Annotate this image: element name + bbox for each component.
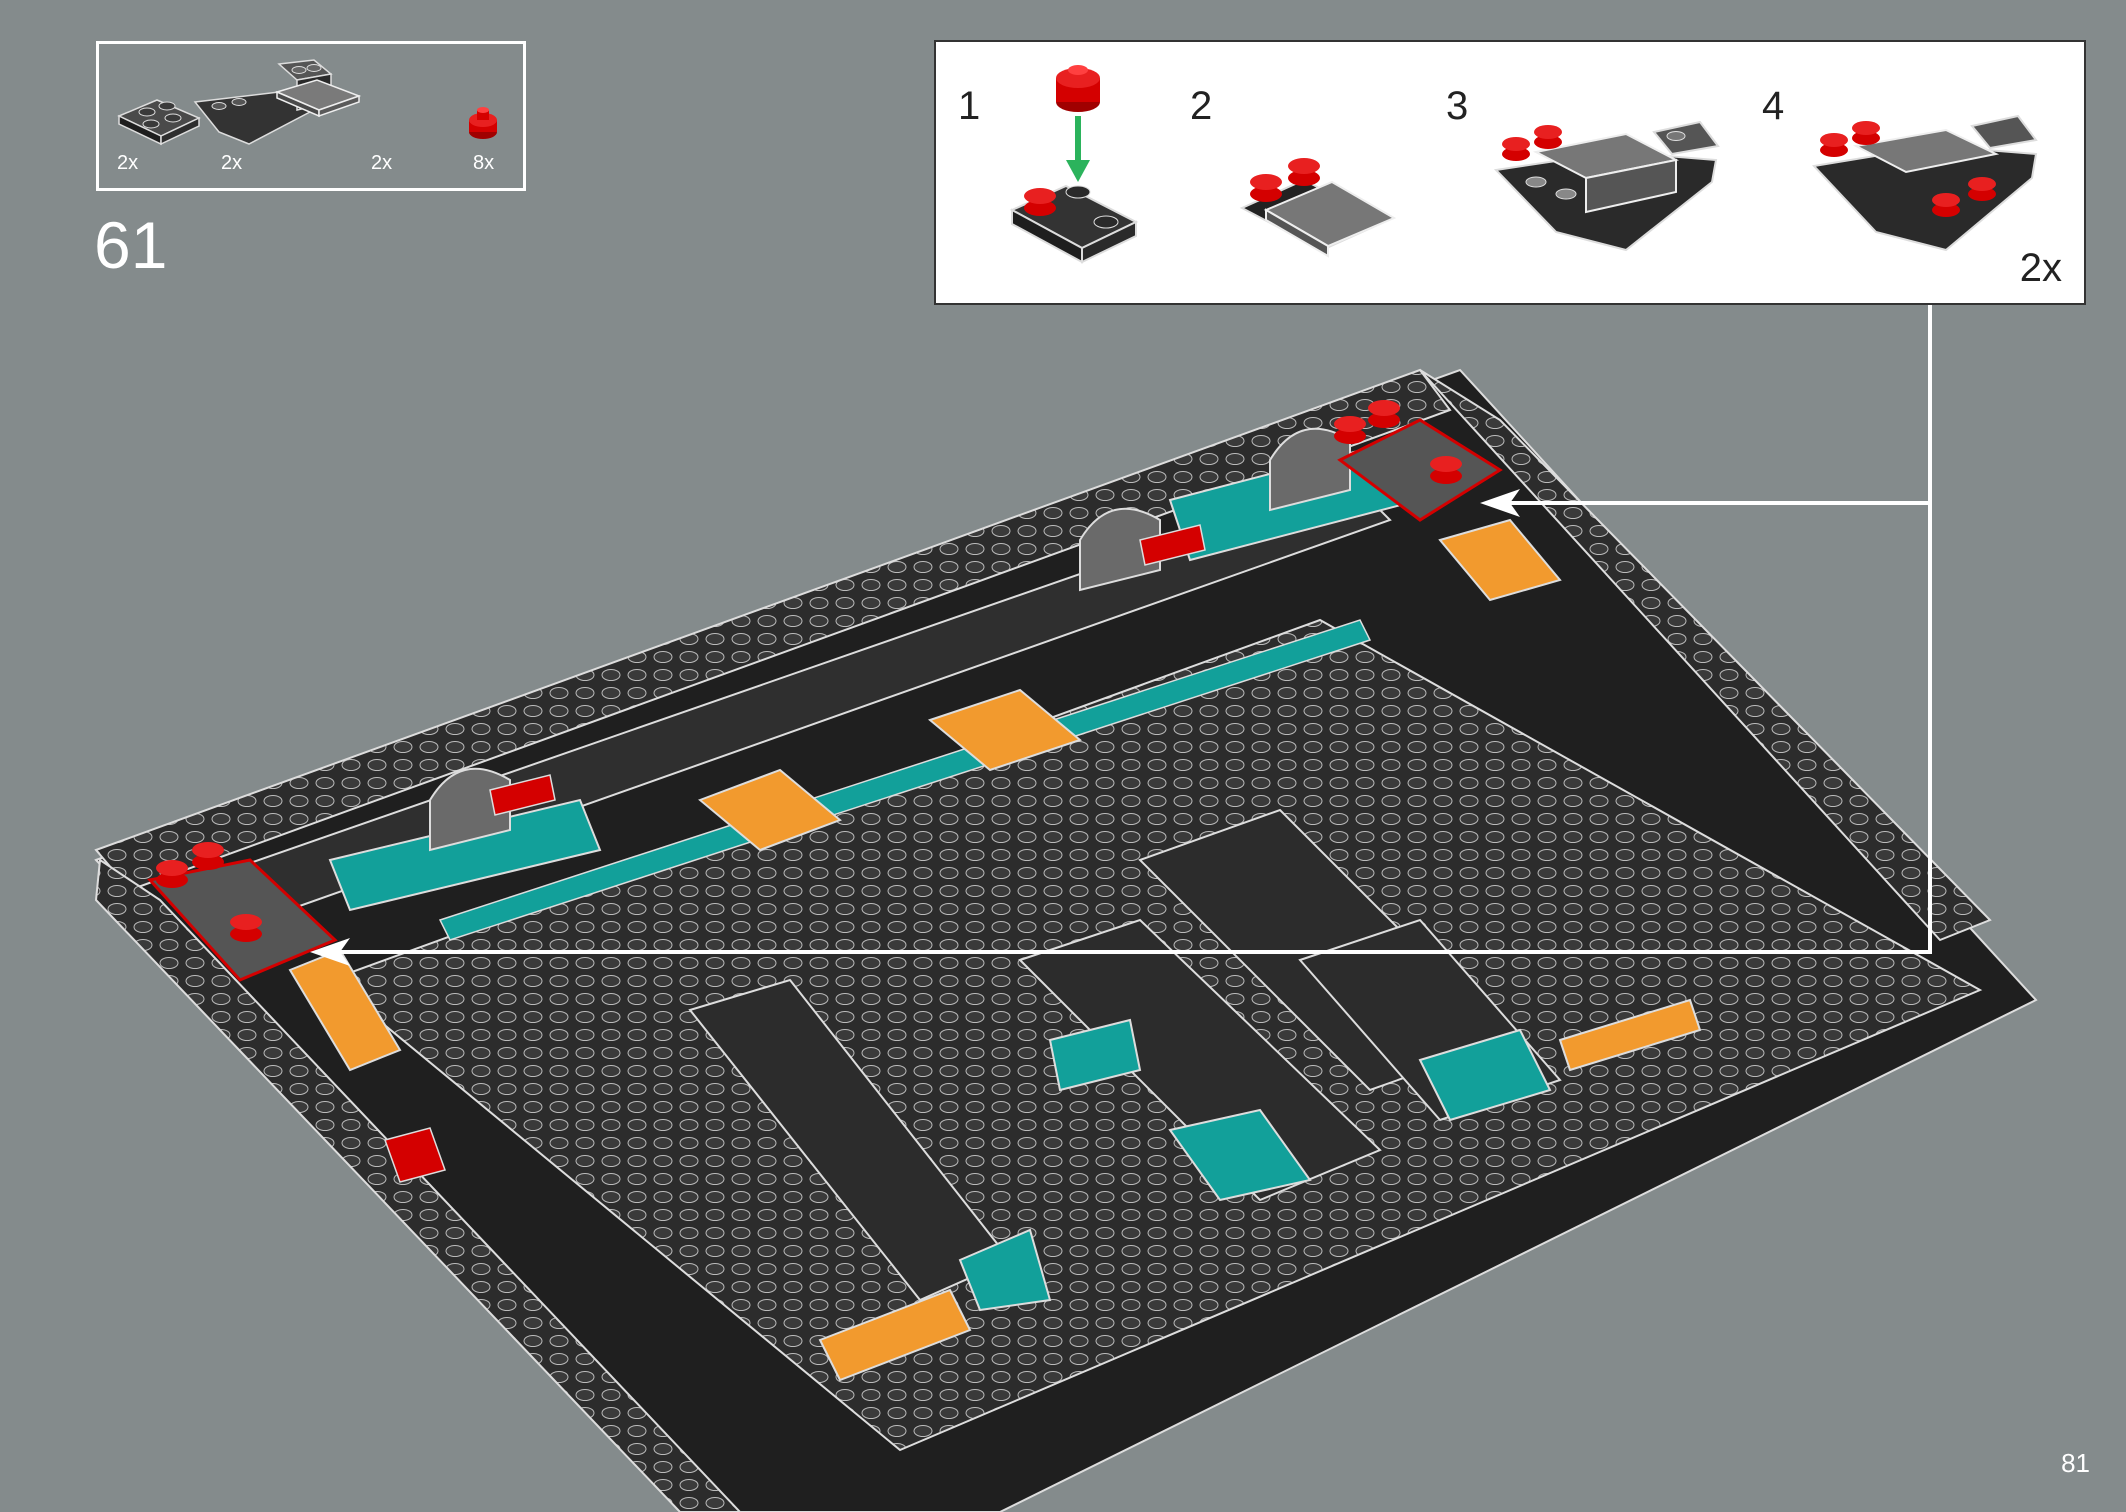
red-round-plate-1x1-icon bbox=[469, 107, 497, 139]
teal-brick-floor-1 bbox=[1168, 1108, 1312, 1202]
orange-tile-2 bbox=[927, 688, 1083, 772]
orange-plate-right bbox=[1558, 998, 1702, 1072]
teal-slope-floor bbox=[1418, 1028, 1552, 1122]
parts-list-box: 2x 2x 2x 8x bbox=[96, 41, 526, 191]
teal-brick-floor-2 bbox=[1048, 1018, 1142, 1092]
callout-pointer-arrows bbox=[330, 305, 1932, 954]
part-qty-4: 8x bbox=[473, 152, 495, 174]
red-tile-1 bbox=[489, 774, 556, 816]
substep-3-illustration bbox=[1493, 120, 1720, 252]
dark-grey-plate-2x2-icon bbox=[117, 99, 201, 146]
substep-4-number: 4 bbox=[1762, 84, 1785, 128]
placed-assembly-right bbox=[1334, 400, 1503, 522]
substep-3-number: 3 bbox=[1446, 84, 1469, 128]
parts-list-illustration bbox=[117, 59, 497, 146]
orange-tile-1 bbox=[698, 768, 842, 852]
right-wall bbox=[1419, 369, 1992, 942]
page-number: 81 bbox=[2061, 1448, 2090, 1478]
substep-1-illustration bbox=[1009, 65, 1139, 264]
part-qty-2: 2x bbox=[221, 152, 243, 174]
red-tile-3 bbox=[384, 1127, 446, 1183]
substep-2-number: 2 bbox=[1190, 84, 1213, 128]
substep-4-illustration bbox=[1811, 114, 2038, 252]
callout-illustration bbox=[1009, 65, 2038, 264]
floor-tile-2 bbox=[1018, 918, 1382, 1202]
substep-1-number: 1 bbox=[958, 84, 981, 128]
placed-assembly-left bbox=[147, 842, 338, 982]
arrow-head-left-icon bbox=[310, 938, 350, 966]
part-qty-3: 2x bbox=[371, 152, 393, 174]
step-number: 61 bbox=[94, 208, 168, 282]
red-tile-2 bbox=[1139, 524, 1206, 566]
callout-multiplier: 2x bbox=[2019, 246, 2062, 290]
arrow-head-right-icon bbox=[1480, 489, 1520, 517]
left-wall bbox=[94, 858, 742, 1512]
orange-plate-front bbox=[818, 1288, 972, 1382]
orange-tile-3 bbox=[1438, 518, 1562, 602]
part-qty-1: 2x bbox=[117, 152, 139, 174]
sub-assembly-callout: 1 2 3 4 bbox=[934, 40, 2086, 305]
orange-tile-4 bbox=[288, 948, 402, 1072]
substep-2-illustration bbox=[1239, 158, 1397, 258]
teal-slope-front bbox=[958, 1228, 1052, 1312]
grey-tile-2x2-icon bbox=[274, 79, 362, 118]
